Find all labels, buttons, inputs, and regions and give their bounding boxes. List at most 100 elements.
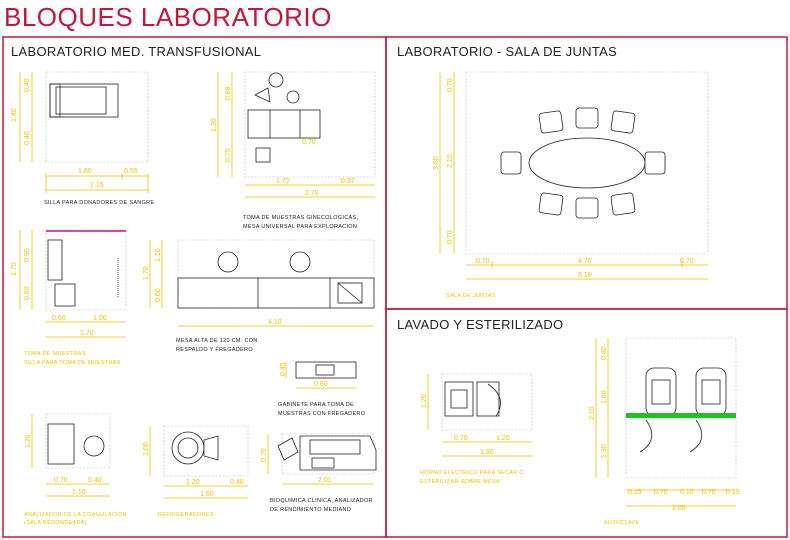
dim-total: 1.60 <box>200 491 214 498</box>
dim-width: 4.70 <box>578 258 592 265</box>
dim-width: 0.10 <box>680 489 694 496</box>
caption: HORNO ELECTRICO PARA SECAR O <box>420 470 524 476</box>
caption: AUTOCLAVE <box>604 520 640 526</box>
caption: GABINETE PARA TOMA DE <box>278 402 354 408</box>
chair <box>83 435 105 457</box>
oven <box>444 381 474 417</box>
cabinet-sink <box>295 361 357 379</box>
cabinet <box>255 147 271 163</box>
block-frame <box>45 71 149 163</box>
wall-strip <box>626 413 736 418</box>
chair <box>277 437 299 461</box>
refrigerator <box>171 431 205 465</box>
dim-height: 0.40 <box>24 131 31 145</box>
dim-height: 1.20 <box>25 434 32 448</box>
dim-height: 1.30 <box>211 118 218 132</box>
analyzer-desk <box>47 423 75 465</box>
donor-chair <box>49 83 119 118</box>
dim-total: 2.70 <box>305 190 319 197</box>
stool <box>286 90 300 104</box>
caption: SILLA PARA DONADORES DE SANGRE <box>44 200 154 206</box>
dim-height: 2.10 <box>447 154 454 168</box>
counter <box>47 239 63 281</box>
dim-width: 0.70 <box>654 489 668 496</box>
caption: TOMA DE MUESTRAS, <box>24 351 88 357</box>
dim-height: 1.30 <box>601 444 608 458</box>
dim-height: 0.70 <box>261 448 268 462</box>
dim-height: 0.70 <box>447 78 454 92</box>
dim-width: 1.60 <box>78 168 92 175</box>
page-title: BLOQUES LABORATORIO <box>4 2 332 32</box>
meeting-table <box>528 137 646 189</box>
block-refrigeradores: 1.20 0.40 1.60 1.00 REFRIGERADORES <box>143 425 249 518</box>
dim-total: 2.01 <box>318 477 332 484</box>
dim-height: 1.70 <box>11 262 18 276</box>
block-analizador: 0.70 0.40 1.10 1.20 ANALIZADOR DE LA COA… <box>24 413 127 526</box>
caption: MUESTRAS CON FREGADERO <box>278 411 366 417</box>
dim-height: 2.10 <box>589 406 596 420</box>
section-title-lavado: LAVADO Y ESTERILIZADO <box>397 317 563 332</box>
dim-width: 0.55 <box>124 168 138 175</box>
block-gabinete: 0.60 0.45 GABINETE PARA TOMA DE MUESTRAS… <box>278 361 366 417</box>
block-toma-gineco: 1.72 0.97 2.70 0.70 1.30 0.88 0.75 TOMA … <box>211 71 376 230</box>
block-sala-juntas: 0.70 4.70 0.70 6.10 3.60 0.70 2.10 0.70 … <box>433 71 709 299</box>
dim-height: 0.70 <box>447 230 454 244</box>
caption: ESTERILIZAR SOBRE MESA <box>420 479 500 485</box>
dim-height: 0.45 <box>280 362 287 376</box>
dim-width: 0.40 <box>230 479 244 486</box>
block-toma-muestras: 0.60 1.00 1.70 1.70 0.90 0.80 TOMA DE MU… <box>11 229 127 366</box>
dim-width: 0.70 <box>454 435 468 442</box>
section-title-juntas: LABORATORIO - SALA DE JUNTAS <box>397 44 617 59</box>
block-autoclave: 0.15 0.70 0.10 0.70 0.15 2.00 2.10 0.80 … <box>589 337 740 526</box>
dim-total: 1.70 <box>80 330 94 337</box>
dim-total: 2.00 <box>672 505 686 512</box>
dim-width: 0.60 <box>314 381 328 388</box>
section-title-transfusional: LABORATORIO MED. TRANSFUSIONAL <box>11 44 261 59</box>
stool <box>268 72 284 88</box>
caption: SILLA PARA TOMA DE MUESTRAS <box>24 360 121 366</box>
dim-total: 6.10 <box>578 272 592 279</box>
dim-height: 0.40 <box>24 78 31 92</box>
autoclave-unit <box>695 367 727 417</box>
dim-total: 1.90 <box>480 449 494 456</box>
caption: MESA UNIVERSAL PARA EXPLORACION <box>243 224 357 230</box>
dim-total: 1.10 <box>72 489 86 496</box>
autoclave-unit <box>645 367 677 417</box>
dim-total: 4.10 <box>268 319 282 326</box>
dim-table: 0.70 <box>302 139 316 146</box>
lab-stool <box>217 251 239 273</box>
dim-height: 3.60 <box>433 156 440 170</box>
dim-width: 0.97 <box>341 178 355 185</box>
dim-width: 0.70 <box>702 489 716 496</box>
dim-height: 1.00 <box>601 390 608 404</box>
caption: (SALA REDONDEADA) <box>24 520 87 526</box>
chair <box>500 107 666 219</box>
block-mesa-alta: 4.10 1.70 1.10 0.60 MESA ALTA DE 120 CM.… <box>143 239 375 353</box>
sample-chair <box>54 283 76 307</box>
biochem-analyzer <box>299 435 377 471</box>
dim-width: 1.20 <box>496 435 510 442</box>
dim-height: 1.10 <box>155 248 162 262</box>
dim-height: 1.70 <box>143 266 150 280</box>
dim-height: 0.88 <box>225 86 232 100</box>
dim-height: 0.80 <box>24 286 31 300</box>
dim-width: 0.15 <box>726 489 740 496</box>
caption: SALA DE JUNTAS <box>446 293 496 299</box>
caption: MESA ALTA DE 120 CM. CON <box>176 338 258 344</box>
caption: ANALIZADOR DE LA COAGULACION <box>24 512 127 518</box>
caption: BIOQUIMICA CLINICA, ANALIZADOR <box>270 498 373 504</box>
dim-width: 0.70 <box>476 258 490 265</box>
dim-height: 1.00 <box>143 442 150 456</box>
dim-width: 0.70 <box>680 258 694 265</box>
dim-height: 0.60 <box>155 288 162 302</box>
dim-height: 1.40 <box>11 108 18 122</box>
dim-width: 0.70 <box>54 477 68 484</box>
block-silla-donadores: 1.60 0.55 2.15 1.40 0.40 0.40 SILLA PARA… <box>11 71 154 206</box>
dim-height: 0.80 <box>601 346 608 360</box>
block-bioquimica: 2.01 0.70 BIOQUIMICA CLINICA, ANALIZADOR… <box>261 433 377 513</box>
dim-height: 0.75 <box>225 148 232 162</box>
dim-width: 1.72 <box>276 178 290 185</box>
dim-total: 2.15 <box>90 182 104 189</box>
exam-table <box>247 109 321 139</box>
